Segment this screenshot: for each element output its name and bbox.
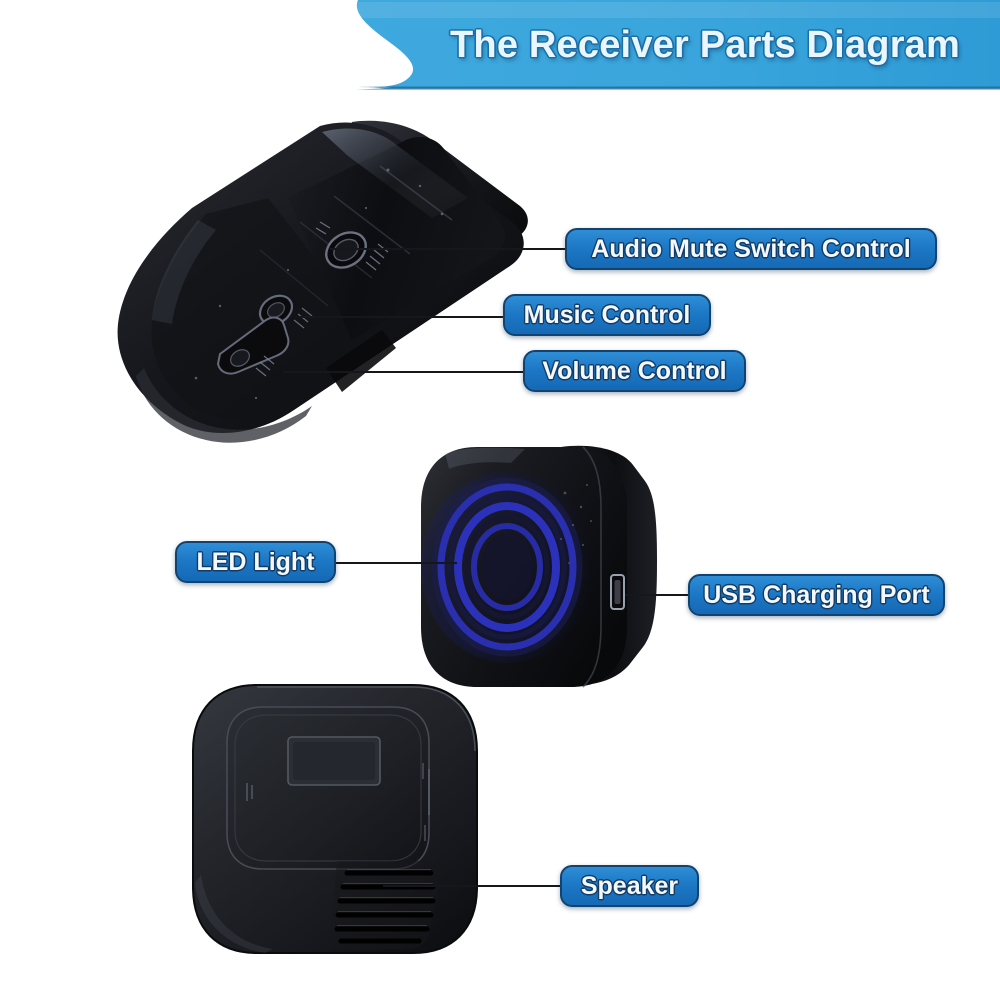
- receiver-side-angled-view: [117, 120, 528, 443]
- rear-inner-panel-outline: [234, 714, 422, 862]
- callout-label-volume-control[interactable]: Volume Control: [523, 350, 746, 392]
- leader-line-volume: [283, 371, 526, 373]
- device-sheen-left: [152, 220, 216, 324]
- receiver-rear-view: [192, 684, 478, 954]
- led-ring-1: [437, 483, 577, 651]
- header-banner-shape: [356, 0, 1000, 90]
- volume-control-button[interactable]: [216, 316, 290, 377]
- leader-line-speaker: [383, 885, 562, 887]
- speaker-grille[interactable]: [330, 861, 440, 949]
- volume-control-rocker: [216, 316, 290, 375]
- audio-mute-switch-knob: [333, 238, 359, 262]
- usb-port-inner: [614, 580, 621, 604]
- led-ring-2: [454, 502, 560, 632]
- device-lower-tab: [326, 330, 396, 392]
- leader-line-usb: [625, 594, 691, 596]
- volume-control-knob: [230, 349, 250, 367]
- device-front-sheen: [445, 447, 525, 469]
- device-main-body: [117, 122, 524, 434]
- device-sheen-upper: [322, 128, 468, 218]
- rear-inner-panel: [226, 706, 430, 870]
- led-glow: [421, 471, 593, 663]
- led-light-ring[interactable]: [431, 477, 583, 657]
- device-top-shell: [322, 120, 528, 293]
- speaker-grille-area: [330, 861, 440, 949]
- led-ring-outer-shadow: [431, 477, 583, 657]
- leader-line-music: [300, 316, 506, 318]
- rear-sheen: [195, 875, 273, 953]
- rear-mount-plate-inner: [293, 742, 375, 780]
- banner-fill: [356, 0, 1000, 88]
- face-texture-speckles: [560, 484, 592, 564]
- receiver-front-view: [421, 445, 657, 688]
- device-button-edge-panel: [288, 137, 505, 340]
- device-front-dome: [151, 198, 380, 420]
- music-control-button[interactable]: [255, 290, 313, 330]
- led-ring-center: [481, 534, 533, 600]
- led-ring-gap-2: [464, 514, 550, 620]
- audio-mute-switch-ring: [325, 231, 367, 269]
- audio-mute-hatching: [315, 221, 389, 271]
- banner-bottom-rule: [356, 86, 1000, 90]
- speaker-slot-highlights: [337, 869, 433, 926]
- usb-port-slot: [610, 574, 625, 610]
- led-ring-3: [471, 523, 543, 611]
- callout-label-usb-charging-port[interactable]: USB Charging Port: [688, 574, 945, 616]
- rear-mount-plate: [287, 736, 381, 786]
- music-control-knob: [267, 302, 285, 318]
- callout-label-audio-mute-switch-control[interactable]: Audio Mute Switch Control: [565, 228, 937, 270]
- usb-charging-port[interactable]: [610, 574, 625, 610]
- volume-control-hatching: [255, 355, 275, 377]
- speaker-slots: [334, 870, 436, 944]
- rear-outer-shell: [192, 684, 478, 954]
- groove-2: [333, 195, 411, 255]
- banner-highlight: [356, 2, 1000, 18]
- rear-left-ticks: [246, 783, 253, 801]
- groove-3: [299, 221, 373, 279]
- rear-right-ticks: [422, 763, 430, 841]
- led-ring-gap-1: [447, 494, 567, 640]
- device-right-sidewall: [561, 445, 657, 686]
- rear-edge-highlight: [257, 686, 476, 752]
- device-speckles: [194, 168, 444, 400]
- callout-label-music-control[interactable]: Music Control: [503, 294, 711, 336]
- music-control-hatching: [293, 307, 313, 329]
- groove-1: [379, 165, 453, 221]
- leader-line-audio-mute: [330, 248, 566, 250]
- device-face-seam: [582, 446, 602, 688]
- header-banner: The Receiver Parts Diagram: [0, 0, 1000, 96]
- device-front-face: [421, 447, 627, 687]
- leader-line-led: [333, 562, 457, 564]
- callout-label-speaker[interactable]: Speaker: [560, 865, 699, 907]
- music-control-ring: [258, 294, 294, 326]
- groove-4: [259, 249, 329, 307]
- device-bottom-rim: [136, 368, 312, 443]
- callout-label-led-light[interactable]: LED Light: [175, 541, 336, 583]
